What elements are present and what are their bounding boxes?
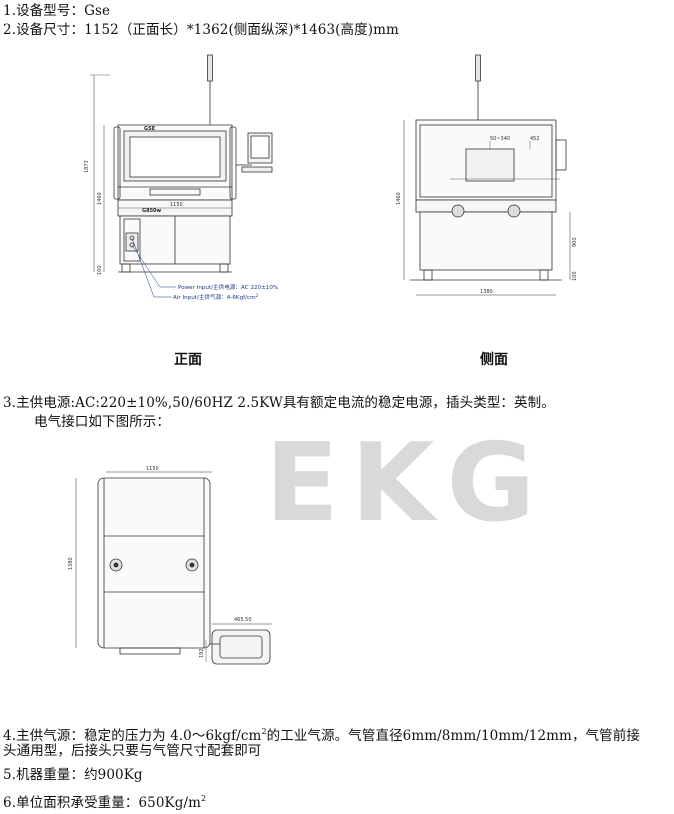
dim-side-top-b: 452 <box>530 136 540 142</box>
dim-top-monitor: 465.50 <box>234 617 252 623</box>
spec-power: 3.主供电源:AC:220±10%,50/60HZ 2.5KW具有额定电流的稳定… <box>3 395 555 411</box>
dim-side-feet: 100 <box>572 271 578 281</box>
front-brand-text: G850w <box>142 208 162 214</box>
dim-top-depth: 1380 <box>68 557 74 570</box>
dim-top-small: 192 <box>199 648 205 658</box>
dim-front-feet: 100 <box>97 265 103 275</box>
dim-side-height: 1460 <box>396 192 402 205</box>
spec-model: 1.设备型号：Gse <box>3 3 111 19</box>
front-view-drawing: GSE G850w 1873 1460 1150 100 Power Input… <box>84 54 278 301</box>
spec-power-sub: 电气接口如下图所示： <box>34 414 170 430</box>
watermark-text: EKG <box>265 421 547 546</box>
spec-air-line2: 头通用型，后接头只要与气管尺寸配套即可 <box>3 743 262 759</box>
caption-front: 正面 <box>174 352 202 368</box>
dim-total-height: 1873 <box>84 160 90 173</box>
top-view-drawing: 1150 1380 465.50 192 <box>68 466 272 665</box>
spec-load: 6.单位面积承受重量：650Kg/m2 <box>3 790 206 812</box>
spec-load-sup: 2 <box>201 794 207 803</box>
spec-air-a: 4.主供气源：稳定的压力为 4.0～6kgf/cm <box>3 728 262 744</box>
spec-air-line1: 4.主供气源：稳定的压力为 4.0～6kgf/cm2的工业气源。气管直径6mm/… <box>3 723 640 745</box>
spec-load-a: 6.单位面积承受重量：650Kg/m <box>3 795 202 811</box>
dim-side-depth: 1380 <box>480 289 493 295</box>
spec-dimensions: 2.设备尺寸：1152（正面长）*1362(侧面纵深)*1463(高度)mm <box>3 22 399 38</box>
side-view-drawing: 1460 1380 50~340 452 900 100 <box>396 54 578 296</box>
spec-air-sup: 2 <box>261 727 267 736</box>
caption-side: 侧面 <box>480 352 508 368</box>
air-input-label: Air Input/主供气源：4-6Kgf/cm2 <box>173 293 259 301</box>
dim-side-top-a: 50~340 <box>490 136 510 142</box>
dim-front-width: 1150 <box>170 202 183 208</box>
dim-side-mid: 900 <box>572 237 578 247</box>
dim-body-height: 1460 <box>97 192 103 205</box>
spec-weight: 5.机器重量：约900Kg <box>3 767 143 783</box>
front-logo-text: GSE <box>144 126 156 132</box>
watermark: EKG <box>265 421 535 546</box>
power-input-label: Power Input/主供电源：AC 220±10% <box>178 283 278 291</box>
dim-top-width: 1150 <box>146 466 159 472</box>
spec-air-b: 的工业气源。气管直径6mm/8mm/10mm/12mm，气管前接 <box>266 728 640 744</box>
